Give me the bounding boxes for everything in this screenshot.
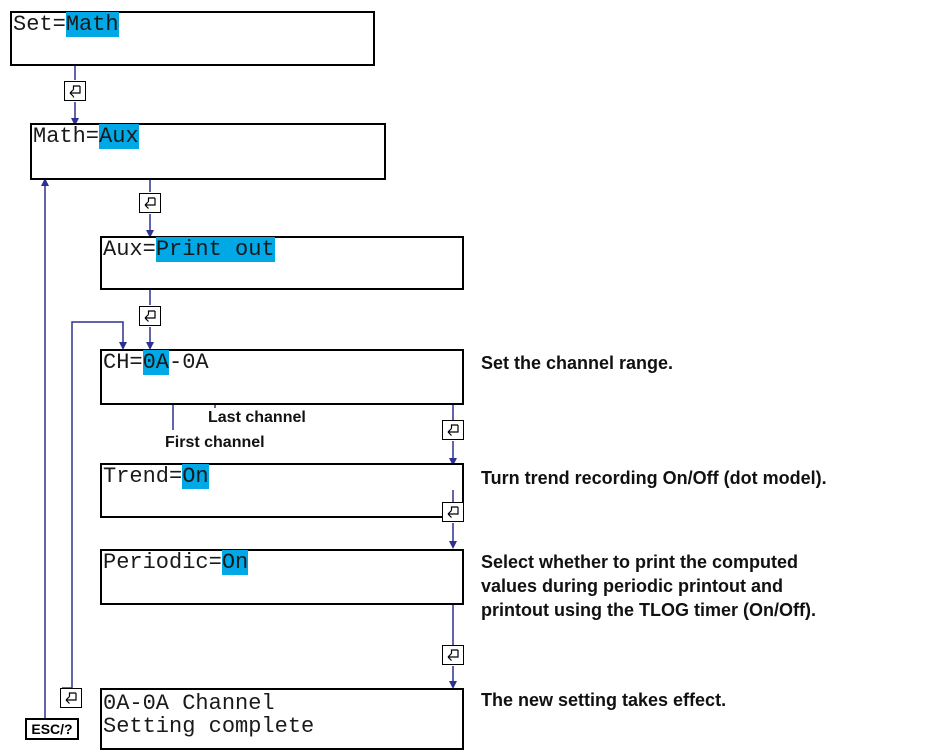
note-periodic-2: values during periodic printout and: [481, 576, 784, 596]
enter-key-7[interactable]: [60, 688, 82, 708]
ch-last-value[interactable]: 0A: [182, 350, 209, 375]
ch-separator: -: [169, 350, 183, 375]
enter-key-icon: [447, 506, 459, 518]
ch-screen-text: CH=0A-0A: [103, 350, 209, 375]
trend-value[interactable]: On: [182, 464, 209, 489]
enter-key-3[interactable]: [139, 306, 161, 326]
set-screen-text: Set=Math: [13, 12, 119, 37]
periodic-screen-text: Periodic=On: [103, 550, 249, 575]
trend-prefix: Trend=: [103, 464, 183, 489]
math-screen: [30, 123, 386, 180]
ch-prefix: CH=: [103, 350, 143, 375]
note-periodic-1: Select whether to print the computed: [481, 552, 799, 572]
math-prefix: Math=: [33, 124, 100, 149]
math-screen-text: Math=Aux: [33, 124, 139, 149]
math-value[interactable]: Aux: [99, 124, 139, 149]
enter-key-icon: [69, 85, 81, 98]
enter-key-2[interactable]: [139, 193, 161, 213]
aux-screen-text: Aux=Print out: [103, 237, 275, 262]
periodic-prefix: Periodic=: [103, 550, 222, 575]
complete-line2: Setting complete: [103, 714, 315, 739]
set-prefix: Set=: [13, 12, 66, 37]
enter-key-4[interactable]: [442, 420, 464, 440]
first-channel-label: First channel: [165, 434, 265, 451]
note-periodic-3: printout using the TLOG timer (On/Off).: [481, 600, 816, 620]
note-complete: The new setting takes effect.: [481, 690, 727, 710]
complete-line1: 0A-0A Channel: [103, 691, 275, 716]
enter-key-icon: [447, 424, 459, 436]
note-trend: Turn trend recording On/Off (dot model).: [481, 468, 827, 488]
enter-key-5[interactable]: [442, 502, 464, 522]
note-ch: Set the channel range.: [481, 353, 674, 373]
trend-screen-bottom: [100, 463, 464, 518]
last-channel-label: Last channel: [208, 409, 306, 426]
aux-prefix: Aux=: [103, 237, 156, 262]
periodic-screen: [100, 549, 464, 605]
enter-key-icon: [447, 649, 459, 661]
ch-first-value[interactable]: 0A: [142, 350, 170, 375]
enter-key-6[interactable]: [442, 645, 464, 665]
esc-key[interactable]: ESC/?: [25, 718, 79, 740]
enter-key-icon: [65, 692, 77, 704]
periodic-value[interactable]: On: [221, 550, 249, 575]
enter-key-icon: [144, 310, 156, 322]
enter-key-1[interactable]: [64, 81, 86, 101]
aux-value[interactable]: Print out: [155, 237, 275, 262]
set-value[interactable]: Math: [65, 12, 119, 37]
trend-screen-text: Trend=On: [103, 464, 209, 489]
enter-key-icon: [144, 197, 156, 209]
